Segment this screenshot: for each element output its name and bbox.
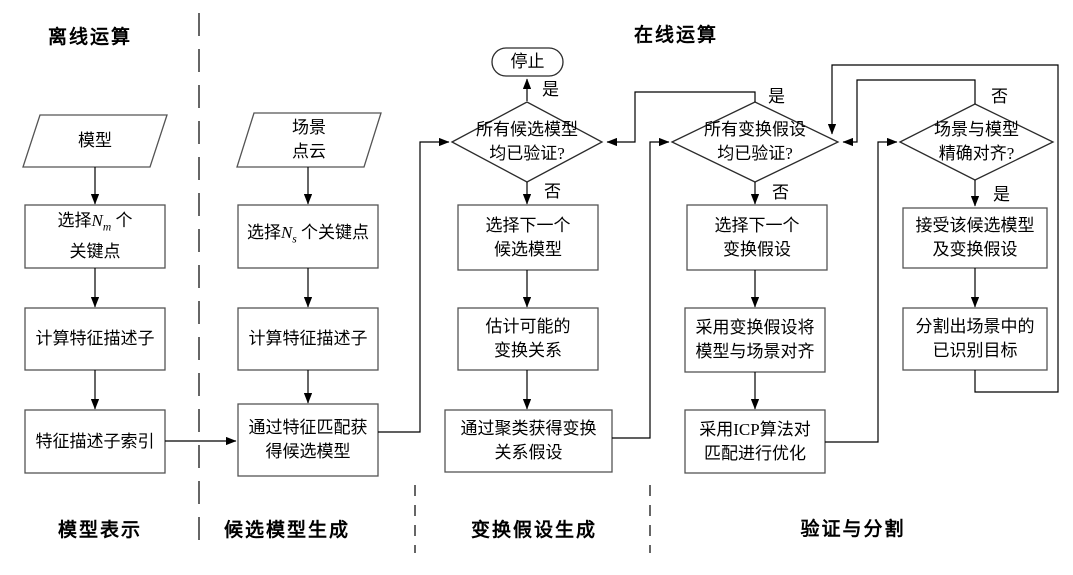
feature-match-box — [237, 403, 379, 477]
route-icp-to-aligned-diamond — [825, 137, 898, 443]
feature-match-label: 通过特征匹配获得候选模型 — [248, 418, 368, 461]
all-candidates-verified-label: 所有候选模型均已验证? — [476, 120, 578, 163]
select-keypoints-m-line2: 关键点 — [69, 241, 121, 261]
segment-targets-box — [902, 307, 1048, 371]
compute-descriptors-m-box — [24, 307, 166, 371]
cluster-transform-label: 通过聚类获得变换关系假设 — [460, 419, 597, 462]
hypotheses-no-label: 否 — [772, 183, 789, 202]
n-s-variable: N — [280, 223, 293, 243]
stop-terminator — [491, 47, 564, 77]
hypotheses-yes-label: 是 — [768, 87, 785, 106]
select-keypoints-s-line1: 选择Ns 个关键点 — [246, 223, 370, 246]
icp-refine-label: 采用ICP算法对匹配进行优化 — [699, 419, 811, 463]
lane-label-model-representation: 模型表示 — [57, 520, 142, 541]
next-hypothesis-box — [686, 204, 828, 271]
estimate-transform-label: 估计可能的变换关系 — [485, 317, 571, 360]
accurately-aligned-diamond — [898, 103, 1055, 181]
accept-model-label: 接受该候选模型及变换假设 — [915, 216, 1035, 259]
segment-targets-label: 分割出场景中的已识别目标 — [915, 317, 1035, 360]
select-keypoints-m-label: 选择Nm 个 关键点 — [25, 205, 165, 268]
route-cluster-to-hypotheses-diamond — [612, 137, 670, 439]
compute-descriptors-s-box — [237, 307, 379, 371]
select-keypoints-m-box — [24, 204, 166, 269]
icp-refine-box — [684, 409, 826, 474]
all-candidates-verified-diamond — [450, 101, 604, 183]
next-hypothesis-label: 选择下一个变换假设 — [714, 215, 800, 259]
accurately-aligned-label: 场景与模型精确对齐? — [934, 120, 1019, 163]
align-model-scene-label: 采用变换假设将模型与场景对齐 — [695, 318, 815, 361]
route-aligned-no-feedback — [842, 79, 976, 147]
all-hypotheses-verified-label: 所有变换假设均已验证? — [704, 120, 806, 163]
descriptor-index-box — [24, 409, 166, 474]
descriptor-index-label: 特征描述子索引 — [35, 431, 155, 451]
lane-label-candidate-generation: 候选模型生成 — [223, 520, 350, 541]
compute-descriptors-m-label: 计算特征描述子 — [35, 329, 155, 348]
scene-cloud-parallelogram — [236, 112, 382, 168]
accept-model-box — [902, 207, 1048, 269]
aligned-no-label: 否 — [991, 87, 1008, 106]
select-keypoints-s-box — [237, 204, 379, 269]
cluster-transform-box — [444, 409, 613, 473]
aligned-yes-label: 是 — [993, 185, 1010, 204]
candidates-no-label: 否 — [544, 182, 561, 201]
candidates-yes-label: 是 — [542, 80, 559, 99]
scene-cloud-label: 场景点云 — [292, 118, 326, 161]
online-header: 在线运算 — [634, 25, 719, 46]
route-hypotheses-yes-feedback — [606, 91, 756, 147]
offline-header: 离线运算 — [48, 27, 133, 48]
select-keypoints-m-line1: 选择Nm 个 — [57, 211, 133, 234]
n-m-variable: N — [91, 211, 103, 231]
next-candidate-label: 选择下一个候选模型 — [485, 215, 571, 259]
select-keypoints-s-label: 选择Ns 个关键点 — [238, 205, 378, 268]
lane-label-verify-segment: 验证与分割 — [800, 519, 906, 540]
compute-descriptors-s-label: 计算特征描述子 — [248, 329, 368, 348]
all-hypotheses-verified-diamond — [670, 101, 840, 183]
model-input-label: 模型 — [78, 131, 112, 150]
next-candidate-box — [457, 204, 599, 271]
route-match-to-candidates-diamond — [378, 137, 450, 433]
estimate-transform-box — [457, 307, 599, 371]
model-input-parallelogram — [22, 114, 168, 168]
stop-label: 停止 — [510, 52, 545, 71]
align-model-scene-box — [684, 307, 826, 373]
lane-label-hypothesis-generation: 变换假设生成 — [470, 520, 597, 541]
route-segment-loop-feedback — [827, 64, 1059, 393]
